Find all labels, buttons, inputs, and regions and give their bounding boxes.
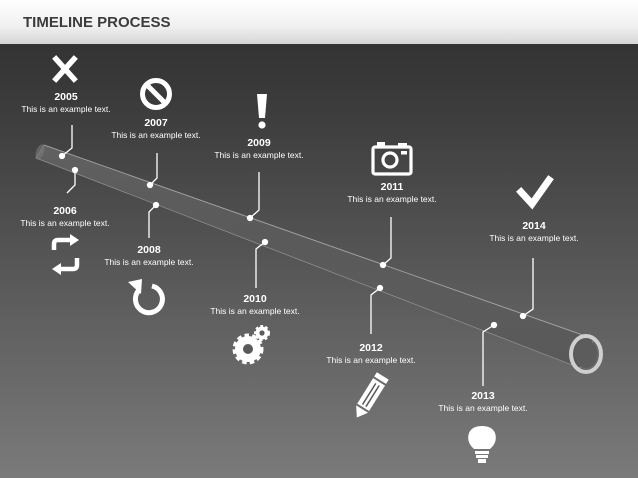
event-year: 2006 <box>53 205 77 217</box>
event-year: 2007 <box>144 117 168 129</box>
header-bar: TIMELINE PROCESS <box>0 0 638 44</box>
pencil-icon <box>356 372 389 418</box>
event-2010: 2010 This is an example text. <box>195 293 315 317</box>
reload-icon <box>128 279 165 316</box>
lightbulb-icon <box>468 426 496 463</box>
event-2005: 2005 This is an example text. <box>6 91 126 115</box>
event-year: 2008 <box>137 244 161 256</box>
connectors <box>58 125 534 386</box>
event-text: This is an example text. <box>326 355 416 365</box>
event-text: This is an example text. <box>438 403 528 413</box>
gears-icon <box>232 325 270 365</box>
event-year: 2005 <box>54 91 78 103</box>
event-2012: 2012 This is an example text. <box>311 342 431 366</box>
page-title: TIMELINE PROCESS <box>23 14 171 31</box>
event-text: This is an example text. <box>214 150 304 160</box>
event-2014: 2014 This is an example text. <box>474 220 594 244</box>
event-2008: 2008 This is an example text. <box>89 244 209 268</box>
checkmark-icon <box>516 175 554 210</box>
event-text: This is an example text. <box>347 194 437 204</box>
event-2006: 2006 This is an example text. <box>5 205 125 229</box>
event-year: 2011 <box>380 181 404 193</box>
event-text: This is an example text. <box>210 306 300 316</box>
event-text: This is an example text. <box>111 130 201 140</box>
prohibited-icon <box>140 78 172 110</box>
event-2009: 2009 This is an example text. <box>199 137 319 161</box>
event-year: 2012 <box>359 342 383 354</box>
event-year: 2009 <box>247 137 271 149</box>
timeline-tube <box>35 144 603 374</box>
refresh-icon <box>51 234 80 275</box>
close-icon <box>52 55 78 83</box>
event-year: 2013 <box>471 390 495 402</box>
event-year: 2010 <box>243 293 267 305</box>
event-text: This is an example text. <box>104 257 194 267</box>
tube-end-ring <box>569 334 603 374</box>
event-2013: 2013 This is an example text. <box>423 390 543 414</box>
event-year: 2014 <box>522 220 546 232</box>
event-text: This is an example text. <box>489 233 579 243</box>
event-2007: 2007 This is an example text. <box>96 117 216 141</box>
event-2011: 2011 This is an example text. <box>332 181 452 205</box>
exclamation-icon <box>257 94 267 129</box>
event-text: This is an example text. <box>21 104 111 114</box>
camera-icon <box>371 142 413 176</box>
event-text: This is an example text. <box>20 218 110 228</box>
